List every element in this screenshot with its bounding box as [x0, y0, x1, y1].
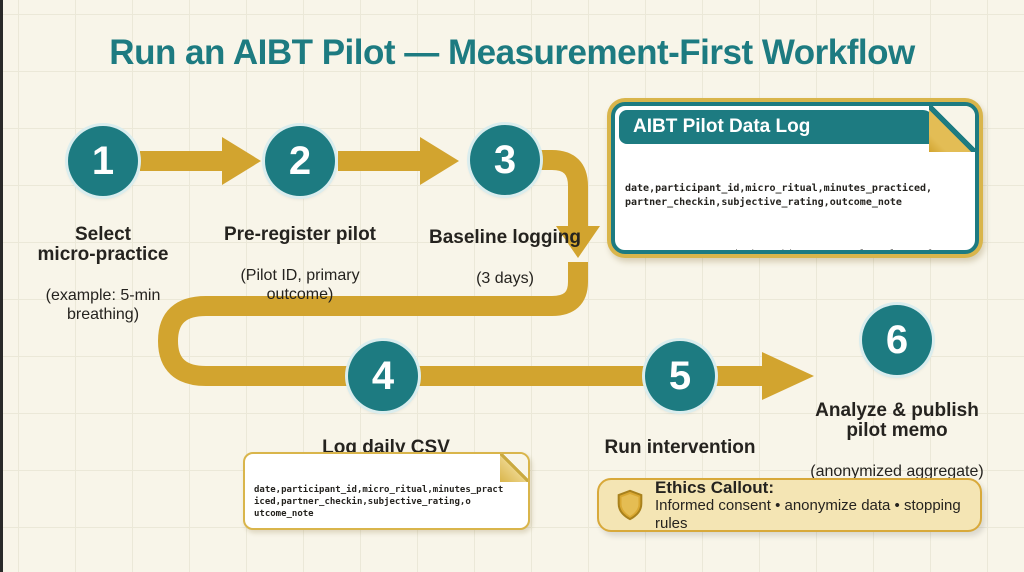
step-circle-5: 5	[645, 341, 715, 411]
step-circle-6: 6	[862, 305, 932, 375]
page-title: Run an AIBT Pilot — Measurement-First Wo…	[109, 33, 915, 72]
csv-note-body: date,participant_id,micro_ritual,minutes…	[245, 454, 528, 528]
step-number: 4	[371, 353, 395, 398]
data-log-title: AIBT Pilot Data Log	[619, 110, 933, 144]
step-2-title: Pre-register pilot	[223, 224, 377, 245]
data-log-header: date,participant_id,micro_ritual,minutes…	[625, 183, 933, 208]
step-circle-1: 1	[68, 126, 138, 196]
shield-icon	[617, 489, 643, 521]
arrow-snake-to-step5	[158, 262, 762, 386]
step-number: 3	[493, 137, 517, 182]
ethics-title: Ethics Callout:	[655, 477, 775, 497]
step-6-sub: (anonymized aggregate)	[810, 463, 984, 480]
data-log-body: date,participant_id,micro_ritual,minutes…	[615, 148, 975, 250]
step-circle-3: 3	[470, 125, 540, 195]
step-6-title: Analyze & publish pilot memo	[815, 400, 979, 441]
arrowhead-step3	[420, 137, 459, 185]
step-circle-4: 4	[348, 341, 418, 411]
step-number: 6	[885, 317, 909, 362]
arrowhead-step6	[762, 352, 814, 400]
folded-corner-icon	[500, 454, 528, 482]
arrow-step3-down	[506, 150, 588, 226]
step-3-label: Baseline logging (3 days)	[405, 210, 605, 306]
screen-edge	[0, 0, 3, 572]
step-1-sub: (example: 5-min breathing)	[45, 287, 161, 323]
step-1-title: Select micro-practice	[37, 224, 169, 265]
ethics-text: Informed consent • anonymize data • stop…	[655, 496, 961, 532]
step-2-sub: (Pilot ID, primary outcome)	[240, 267, 360, 303]
step-3-sub: (3 days)	[476, 270, 534, 287]
ethics-callout: Ethics Callout: Informed consent • anony…	[597, 478, 982, 532]
csv-note-header: date,participant_id,micro_ritual,minutes…	[254, 485, 504, 519]
step-1-label: Select micro-practice (example: 5-min br…	[8, 207, 198, 342]
step-number: 2	[288, 138, 312, 183]
arrowhead-step2	[222, 137, 261, 185]
folded-corner-icon	[929, 106, 975, 152]
step-6-label: Analyze & publish pilot memo (anonymized…	[792, 383, 1002, 499]
step-5-title: Run intervention	[604, 437, 756, 458]
arrowhead-down	[556, 226, 600, 258]
data-log-card: AIBT Pilot Data Log date,participant_id,…	[607, 98, 983, 258]
data-log-rows: 2026-05-18,P001,5min_breathing,5,Y,7,Fel…	[625, 248, 965, 250]
step-3-title: Baseline logging	[428, 227, 582, 248]
step-number: 1	[91, 138, 115, 183]
step-number: 5	[668, 353, 692, 398]
csv-note-card: date,participant_id,micro_ritual,minutes…	[243, 452, 530, 530]
step-2-label: Pre-register pilot (Pilot ID, primary ou…	[195, 207, 405, 322]
data-log-inner: AIBT Pilot Data Log date,participant_id,…	[611, 102, 979, 254]
step-circle-2: 2	[265, 126, 335, 196]
ethics-text-block: Ethics Callout: Informed consent • anony…	[655, 478, 980, 533]
